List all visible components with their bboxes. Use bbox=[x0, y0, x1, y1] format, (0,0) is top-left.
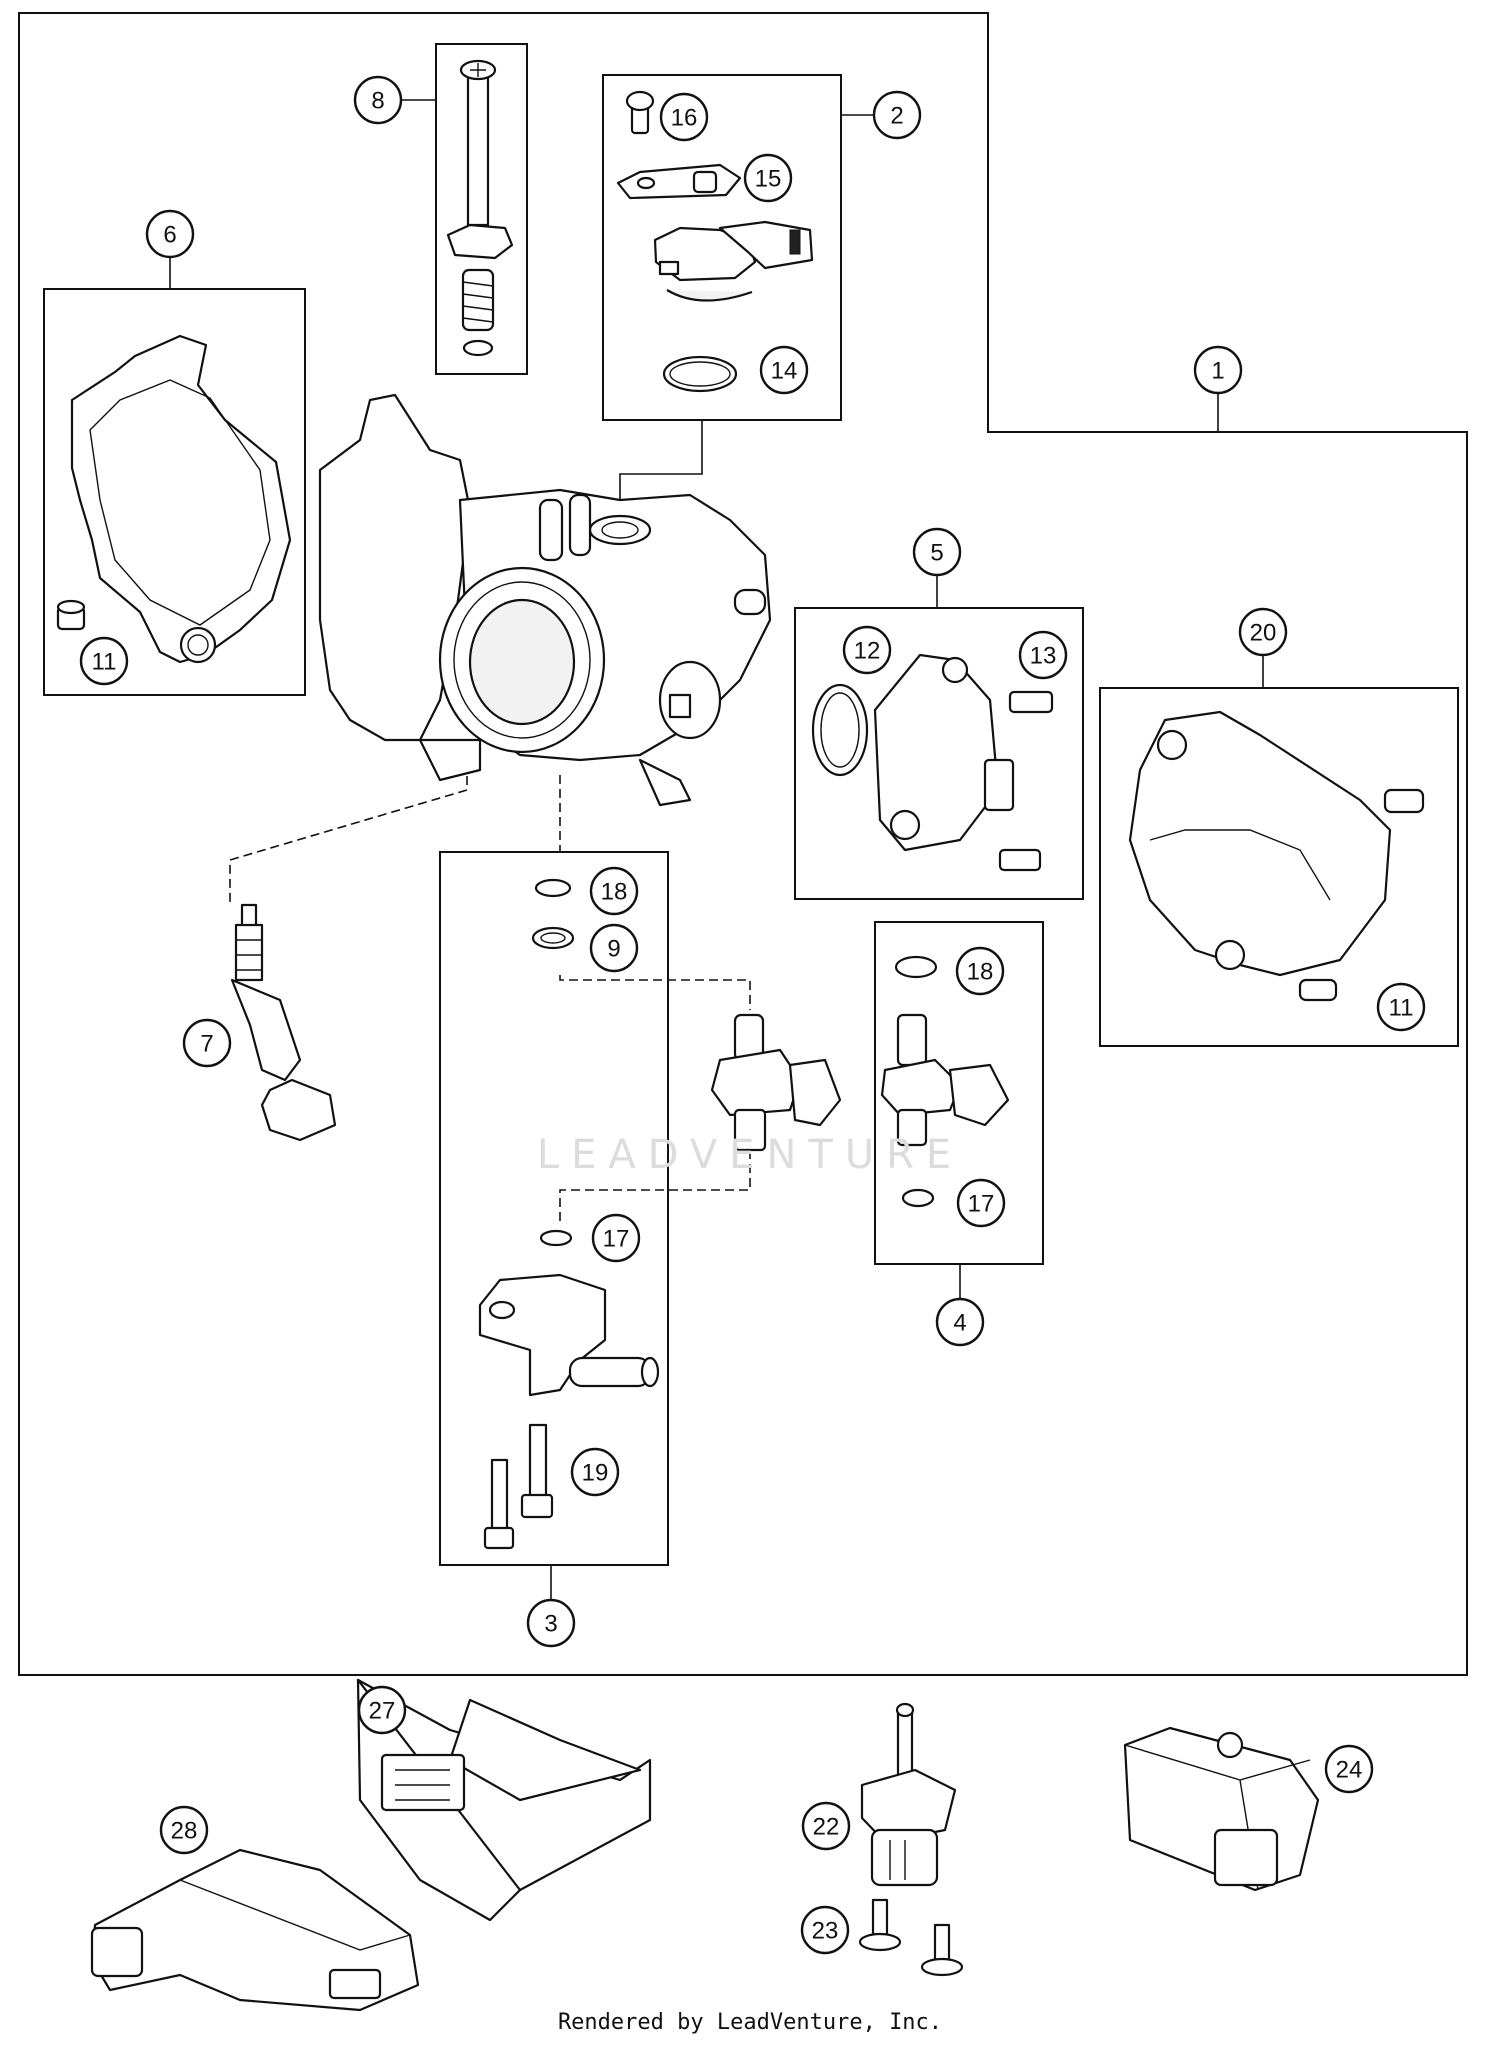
callout-20: 20 bbox=[1238, 607, 1288, 657]
svg-text:16: 16 bbox=[671, 105, 698, 132]
assembly-frame-1 bbox=[18, 12, 1468, 1676]
group-frame-3 bbox=[439, 851, 669, 1566]
callout-23: 23 bbox=[800, 1905, 850, 1955]
callout-2: 2 bbox=[872, 90, 922, 140]
callout-17: 17 bbox=[956, 1178, 1006, 1228]
part-7-sensor bbox=[230, 903, 337, 1142]
part-2-sensor-kit bbox=[616, 90, 814, 393]
svg-text:20: 20 bbox=[1250, 620, 1277, 647]
svg-text:9: 9 bbox=[607, 936, 620, 963]
callout-11: 11 bbox=[1376, 982, 1426, 1032]
svg-text:11: 11 bbox=[92, 649, 117, 676]
callout-16: 16 bbox=[659, 92, 709, 142]
svg-text:7: 7 bbox=[200, 1031, 213, 1058]
part-28-control-unit bbox=[90, 1848, 420, 2012]
callout-18: 18 bbox=[589, 866, 639, 916]
callout-13: 13 bbox=[1018, 630, 1068, 680]
watermark: LEADVENTURE bbox=[536, 1132, 964, 1178]
svg-text:14: 14 bbox=[771, 358, 798, 385]
svg-text:18: 18 bbox=[967, 959, 994, 986]
callout-7: 7 bbox=[182, 1018, 232, 1068]
svg-text:18: 18 bbox=[601, 879, 628, 906]
callout-9: 9 bbox=[589, 923, 639, 973]
group-frame-5 bbox=[794, 607, 1084, 900]
part-3-group-contents bbox=[478, 878, 660, 1550]
callout-6: 6 bbox=[145, 209, 195, 259]
callout-18: 18 bbox=[955, 946, 1005, 996]
callout-3: 3 bbox=[526, 1598, 576, 1648]
part-5-sensor bbox=[811, 653, 1054, 872]
callout-1: 1 bbox=[1193, 345, 1243, 395]
svg-text:17: 17 bbox=[968, 1191, 995, 1218]
svg-text:5: 5 bbox=[930, 540, 943, 567]
fuel-injector-floating bbox=[710, 1013, 842, 1152]
svg-text:24: 24 bbox=[1336, 1757, 1363, 1784]
group-frame-8 bbox=[435, 43, 528, 375]
svg-text:2: 2 bbox=[890, 103, 903, 130]
svg-text:8: 8 bbox=[371, 88, 384, 115]
part-20-sensor bbox=[1128, 710, 1425, 1002]
svg-text:4: 4 bbox=[953, 1310, 966, 1337]
dashed-lines bbox=[229, 775, 751, 1225]
group-frame-20 bbox=[1099, 687, 1459, 1047]
leader-lines bbox=[169, 99, 1264, 1601]
part-8-idle-screw bbox=[446, 59, 514, 357]
svg-text:22: 22 bbox=[813, 1814, 840, 1841]
part-22-sensor bbox=[860, 1702, 957, 1887]
svg-text:15: 15 bbox=[755, 166, 782, 193]
svg-text:1: 1 bbox=[1211, 358, 1224, 385]
svg-text:17: 17 bbox=[603, 1226, 630, 1253]
group-frame-4 bbox=[874, 921, 1044, 1265]
callout-28: 28 bbox=[159, 1805, 209, 1855]
throttle-body bbox=[318, 393, 772, 807]
callout-22: 22 bbox=[801, 1801, 851, 1851]
callout-11: 11 bbox=[79, 636, 129, 686]
part-27-control-unit bbox=[356, 1678, 652, 1922]
svg-text:13: 13 bbox=[1030, 643, 1057, 670]
part-4-injector bbox=[880, 955, 1010, 1208]
callout-4: 4 bbox=[935, 1297, 985, 1347]
callout-17: 17 bbox=[591, 1213, 641, 1263]
callout-12: 12 bbox=[842, 625, 892, 675]
svg-text:11: 11 bbox=[1389, 995, 1414, 1022]
part-6-cover bbox=[56, 334, 292, 664]
callout-24: 24 bbox=[1324, 1744, 1374, 1794]
callout-5: 5 bbox=[912, 527, 962, 577]
svg-text:28: 28 bbox=[171, 1818, 198, 1845]
group-frame-6 bbox=[43, 288, 306, 696]
svg-text:23: 23 bbox=[812, 1918, 839, 1945]
part-24-connector bbox=[1123, 1726, 1320, 1892]
callout-27: 27 bbox=[357, 1685, 407, 1735]
callout-8: 8 bbox=[353, 75, 403, 125]
svg-text:6: 6 bbox=[163, 222, 176, 249]
render-credit: Rendered by LeadVenture, Inc. bbox=[557, 2010, 943, 2035]
svg-text:3: 3 bbox=[544, 1611, 557, 1638]
svg-text:12: 12 bbox=[854, 638, 881, 665]
callout-19: 19 bbox=[570, 1447, 620, 1497]
callout-14: 14 bbox=[759, 345, 809, 395]
group-frame-2 bbox=[602, 74, 842, 421]
part-23-screws bbox=[858, 1898, 964, 1977]
svg-text:19: 19 bbox=[582, 1460, 609, 1487]
callout-15: 15 bbox=[743, 153, 793, 203]
svg-text:27: 27 bbox=[369, 1698, 396, 1725]
